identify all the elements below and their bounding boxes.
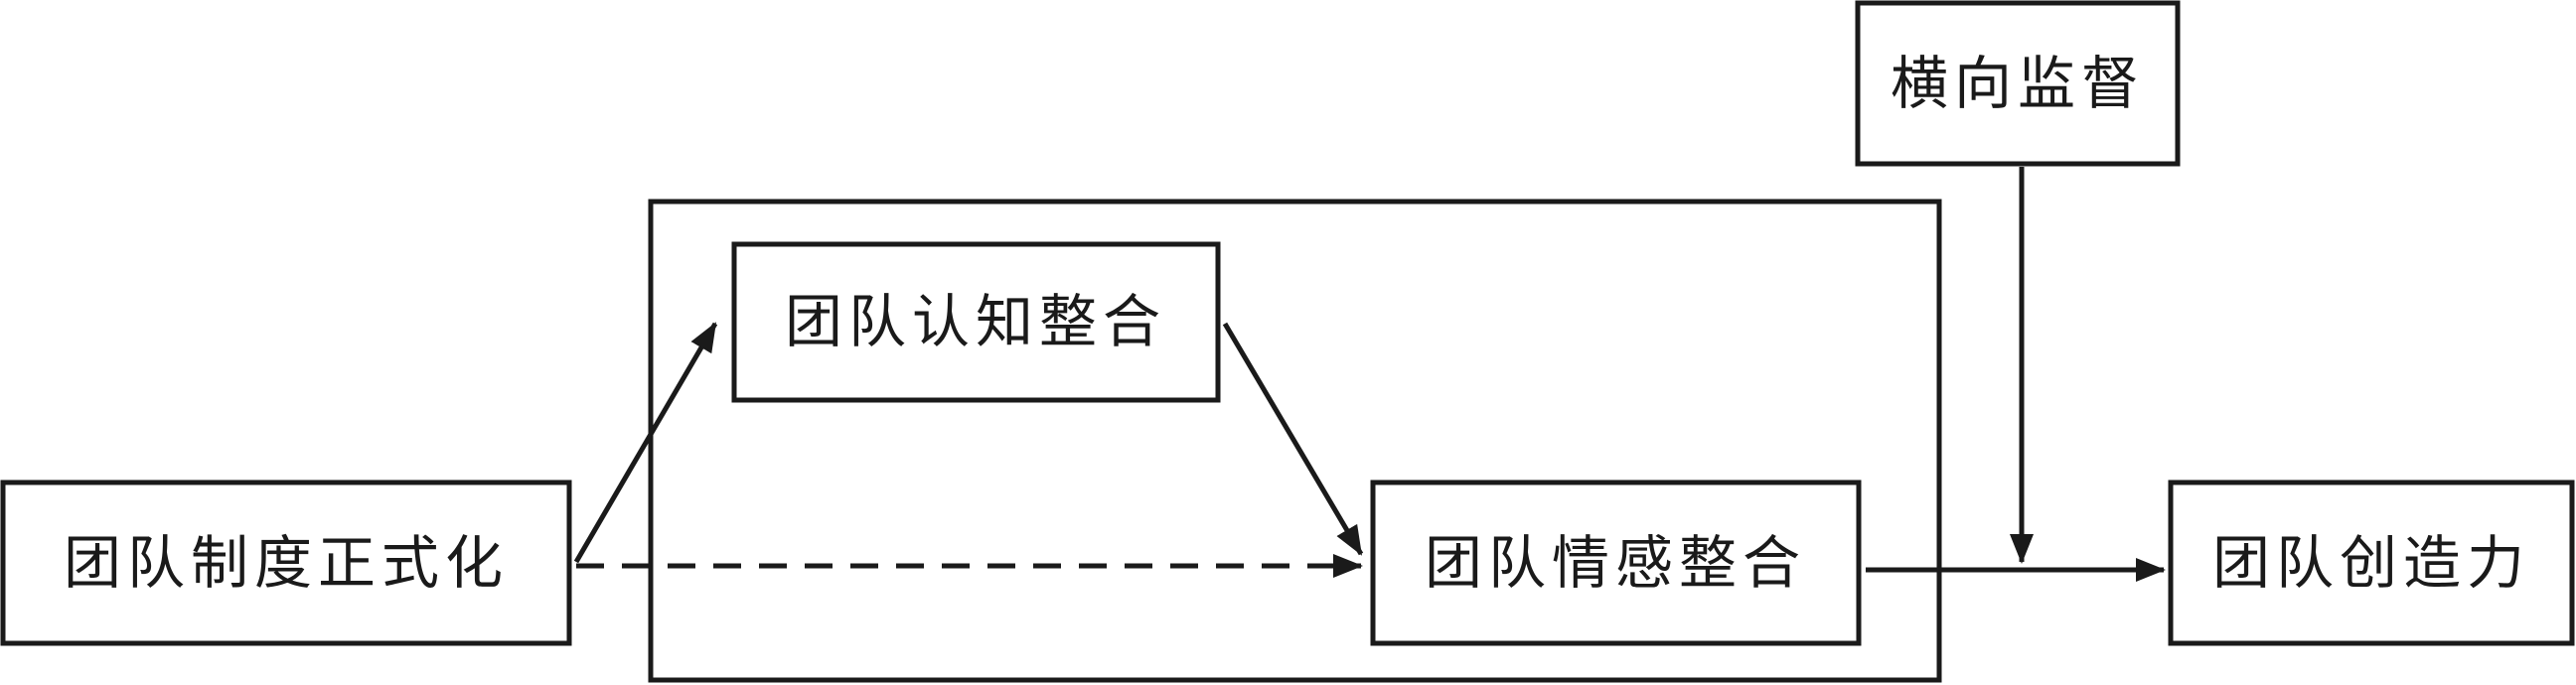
node-lateral-monitoring-label: 横向监督 bbox=[1891, 50, 2145, 117]
node-lateral-monitoring: 横向监督 bbox=[1855, 0, 2181, 167]
node-affective-integration: 团队情感整合 bbox=[1370, 480, 1862, 646]
node-creativity-label: 团队创造力 bbox=[2212, 529, 2530, 597]
node-cognitive-integration: 团队认知整合 bbox=[731, 241, 1221, 403]
mediator-group-box bbox=[648, 199, 1942, 683]
node-formalization: 团队制度正式化 bbox=[0, 480, 572, 646]
node-creativity: 团队创造力 bbox=[2168, 480, 2575, 646]
node-formalization-label: 团队制度正式化 bbox=[64, 529, 509, 597]
arrow-cognitive-to-affective bbox=[1222, 322, 1364, 556]
node-cognitive-integration-label: 团队认知整合 bbox=[785, 288, 1166, 355]
arrow-formalization-to-cognitive bbox=[573, 322, 718, 564]
node-affective-integration-label: 团队情感整合 bbox=[1425, 529, 1806, 597]
